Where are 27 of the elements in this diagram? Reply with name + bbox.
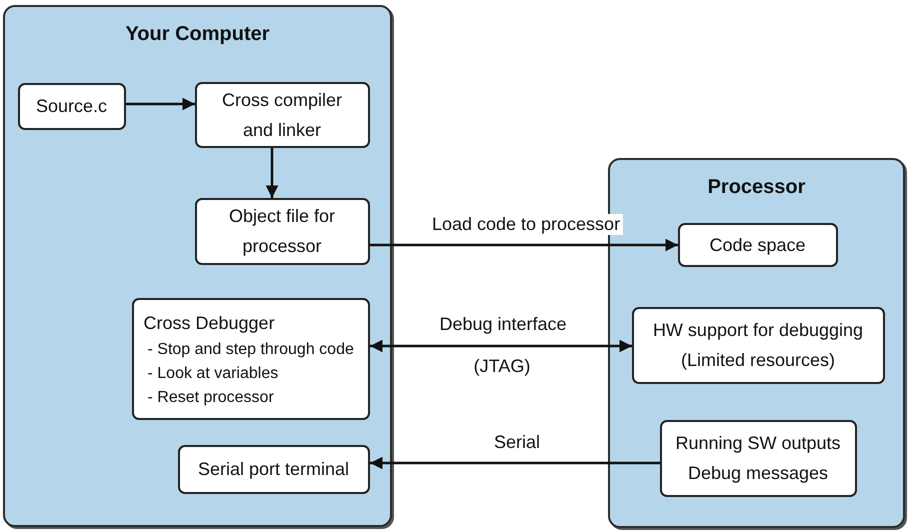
arrow bbox=[126, 98, 195, 110]
box-text: Cross compiler and linker bbox=[220, 88, 344, 142]
arrow bbox=[370, 238, 678, 252]
list-item: - Look at variables bbox=[146, 364, 278, 384]
list-item: - Stop and step through code bbox=[146, 340, 354, 360]
process-box bbox=[132, 298, 370, 420]
process-box bbox=[194, 198, 370, 264]
box-text: Source.c bbox=[36, 95, 108, 118]
arrow bbox=[370, 456, 660, 470]
process-box bbox=[660, 420, 856, 496]
arrow bbox=[266, 148, 278, 198]
box-text: Running SW outputs Debug messages bbox=[674, 432, 842, 485]
group-title: Your Computer bbox=[124, 23, 271, 46]
box-text: Cross Debugger bbox=[144, 312, 275, 335]
process-box bbox=[178, 444, 370, 494]
box-text: HW support for debugging (Limited resources) bbox=[652, 319, 864, 372]
group-title: Processor bbox=[706, 176, 806, 199]
box-text: Serial port terminal bbox=[198, 458, 350, 481]
arrow bbox=[370, 340, 632, 352]
box-text: Code space bbox=[709, 234, 806, 257]
process-box bbox=[678, 222, 838, 266]
process-box bbox=[632, 306, 884, 384]
box-text: Object file for processor bbox=[228, 205, 336, 258]
process-box bbox=[18, 82, 126, 130]
process-box bbox=[194, 82, 370, 148]
list-item: - Reset processor bbox=[146, 388, 274, 408]
group-panel bbox=[3, 5, 392, 527]
